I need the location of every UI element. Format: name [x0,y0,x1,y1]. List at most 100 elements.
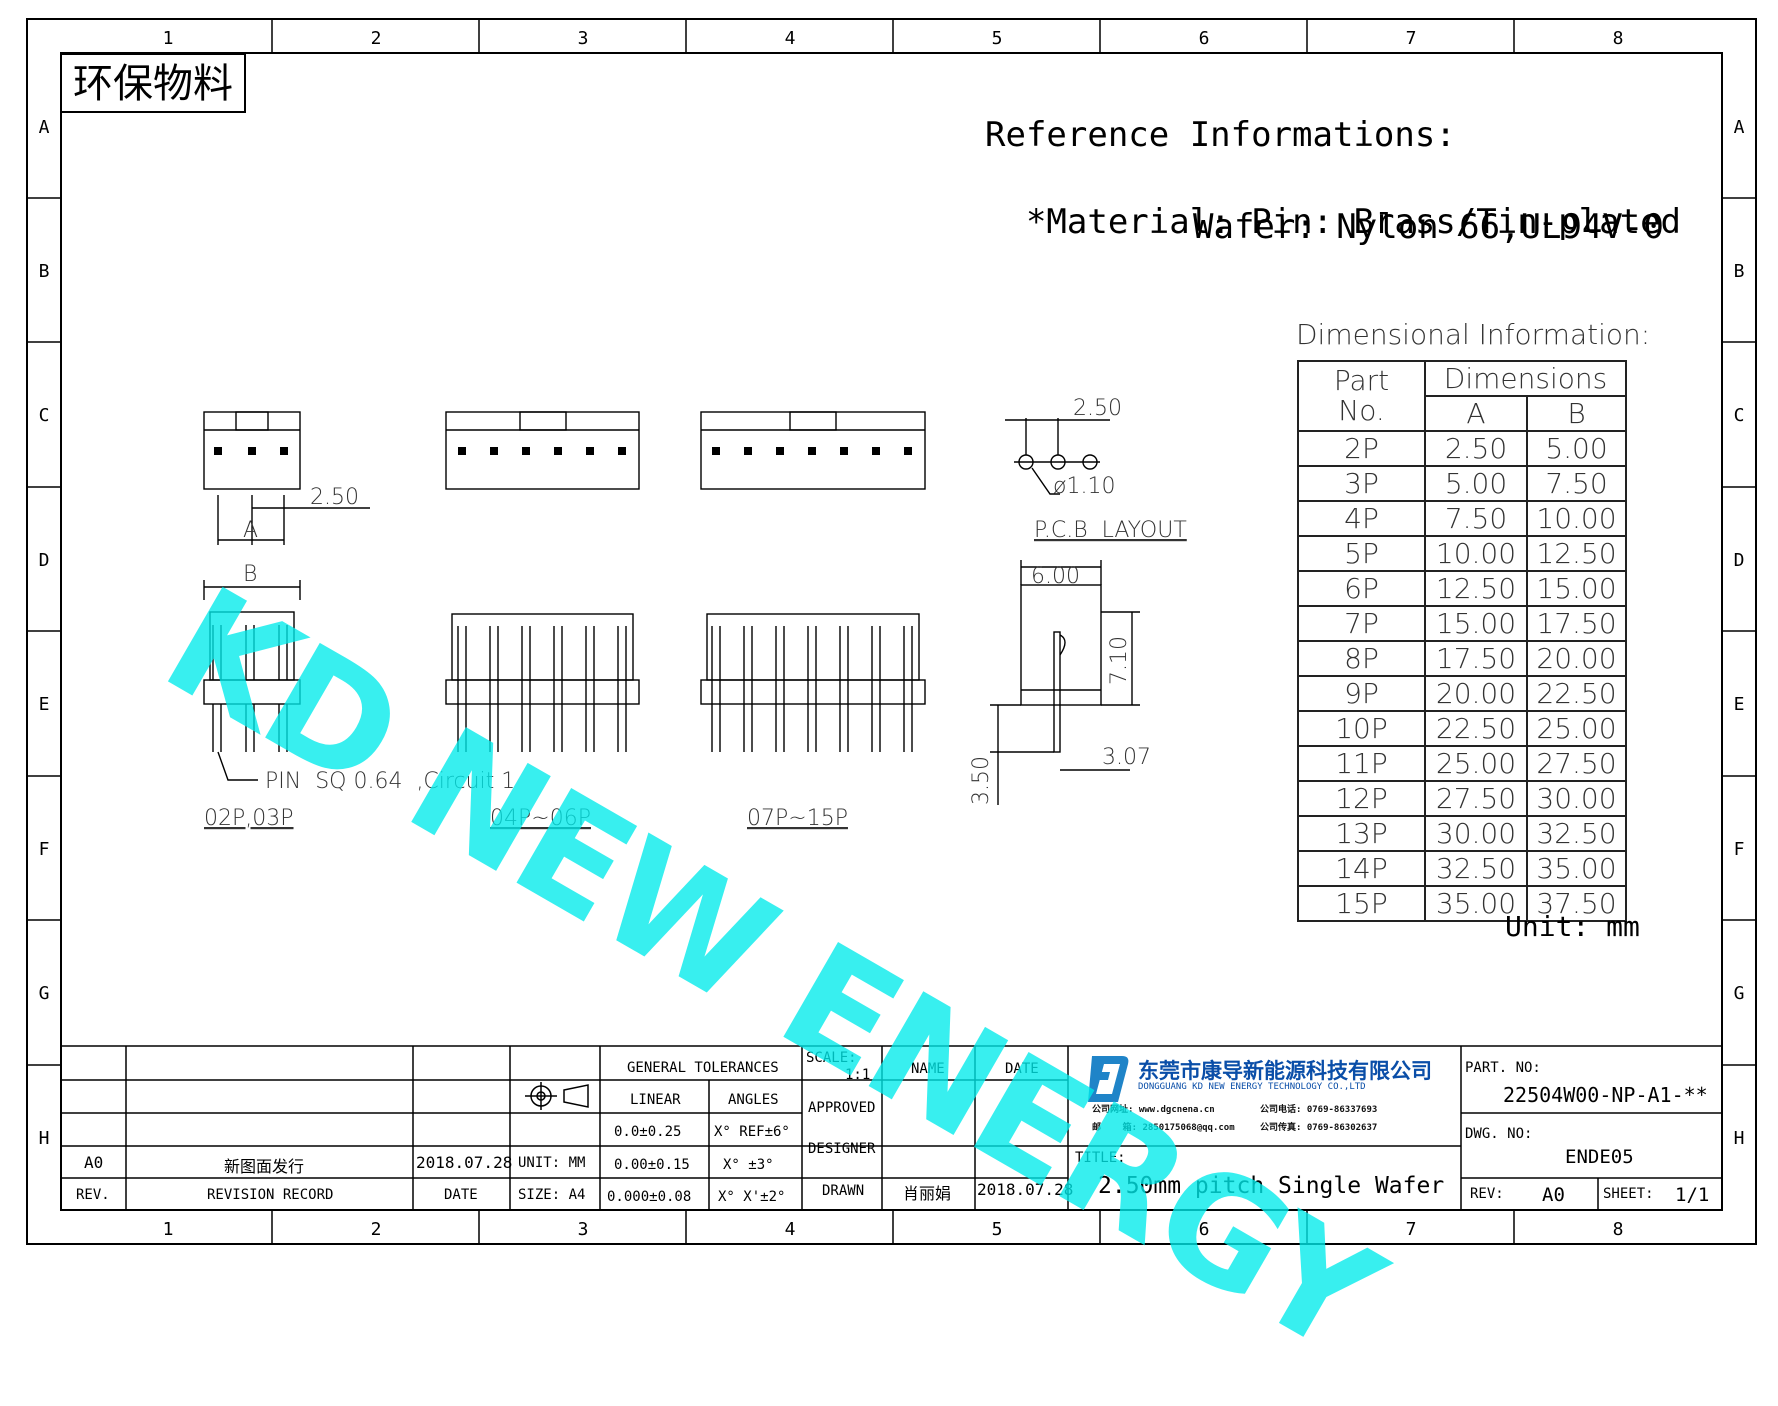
label-mid: 04P~06P [490,806,591,831]
col-label: 6 [1199,28,1210,49]
date-column-label: DATE [444,1187,478,1203]
cell-a: 5.00 [1424,465,1528,502]
row-label: B [1734,261,1745,282]
col-label: 2 [371,28,382,49]
tol-angle-2: X° ±3° [723,1157,774,1173]
dim-b: B [243,562,257,587]
date-label: DATE [1005,1061,1039,1077]
header-b: B [1526,395,1627,432]
part-no: 22504W00-NP-A1-** [1503,1083,1708,1107]
tol-linear-2: 0.00±0.15 [614,1157,690,1173]
connector-drawings [203,411,1140,805]
side-pin: 3.50 [969,756,994,805]
cell-part: 8P [1297,640,1426,677]
company-web-label: 公司网址: [1092,1105,1134,1115]
company-web: 公司网址: www.dgcnena.cn [1092,1102,1215,1115]
drawing-annotations: 2.50 A B PIN SQ 0.64 ,Circuit 1 02P,03P … [204,396,1187,831]
cell-b: 17.50 [1526,605,1627,642]
row-label: H [1734,1128,1745,1149]
header-part-label: Part [1333,364,1390,397]
cell-a: 2.50 [1424,430,1528,467]
side-height: 7.10 [1107,636,1132,685]
company-tel-label: 公司电话: [1260,1105,1302,1115]
col-label: 8 [1613,28,1624,49]
col-label: 5 [992,28,1003,49]
dimensional-title: Dimensional Information: [1296,318,1651,351]
row-label: E [39,694,50,715]
unit-field: UNIT: MM [518,1155,586,1171]
cell-b: 10.00 [1526,500,1627,537]
company-logo [1088,1056,1129,1102]
reference-heading: Reference Informations: [985,115,1456,155]
cell-b: 35.00 [1526,850,1627,887]
col-label: 1 [163,1219,174,1240]
header-no-label: No. [1338,394,1385,427]
col-label: 6 [1199,1219,1210,1240]
company-name-en: DONGGUANG KD NEW ENERGY TECHNOLOGY CO.,L… [1138,1082,1366,1092]
cell-a: 25.00 [1424,745,1528,782]
label-small: 02P,03P [204,806,294,831]
projection-symbol-icon [525,1082,589,1110]
designer-label: DESIGNER [808,1141,876,1157]
tol-angle-1: X° REF±6° [714,1124,790,1140]
row-label: D [39,550,50,571]
row-label: A [39,117,50,138]
company-fax-value: 0769-86302637 [1306,1123,1378,1133]
material-label: *Material: [1025,202,1231,242]
scale-value: 1:1 [845,1067,871,1083]
cell-b: 27.50 [1526,745,1627,782]
drawn-name: 肖丽娟 [903,1184,952,1203]
col-label: 4 [785,28,796,49]
sheet-label: SHEET: [1603,1186,1654,1202]
col-label: 3 [578,28,589,49]
cell-b: 5.00 [1526,430,1627,467]
cell-a: 35.00 [1424,885,1528,922]
drawing-sheet: 1 2 3 4 5 6 7 8 1 2 3 4 5 6 7 8 A B C D … [26,18,1757,1245]
header-a: A [1424,395,1528,432]
cell-a: 10.00 [1424,535,1528,572]
col-label: 7 [1406,28,1417,49]
cell-part: 2P [1297,430,1426,467]
dwg-no: ENDE05 [1565,1146,1634,1168]
dim-a: A [243,518,258,543]
row-label: D [1734,550,1745,571]
cell-part: 9P [1297,675,1426,712]
row-label: B [39,261,50,282]
col-label: 3 [578,1219,589,1240]
cell-part: 15P [1297,885,1426,922]
row-label: G [1734,983,1745,1004]
cell-part: 7P [1297,605,1426,642]
col-label: 5 [992,1219,1003,1240]
header-dims: Dimensions [1424,360,1627,397]
pcb-hole: ø1.10 [1053,474,1115,499]
cell-b: 32.50 [1526,815,1627,852]
row-label: E [1734,694,1745,715]
row-label: A [1734,117,1745,138]
company-mail-label: 邮 箱: [1092,1123,1138,1133]
cell-b: 30.00 [1526,780,1627,817]
drawn-label: DRAWN [822,1183,865,1199]
cell-a: 12.50 [1424,570,1528,607]
cell-a: 7.50 [1424,500,1528,537]
pitch-dim: 2.50 [310,485,359,510]
cell-part: 5P [1297,535,1426,572]
unit-label: Unit: mm [1505,910,1640,943]
part-no-label: PART. NO: [1465,1060,1541,1076]
reference-wafer: Wafer: Nylon 66,UL94V-0 [1193,207,1664,247]
cell-a: 17.50 [1424,640,1528,677]
company-fax-label: 公司传真: [1260,1123,1302,1133]
rev-column-label: REV. [76,1187,110,1203]
company-web-value: www.dgcnena.cn [1138,1105,1215,1115]
linear-label: LINEAR [630,1092,681,1108]
cell-a: 22.50 [1424,710,1528,747]
general-tolerances: GENERAL TOLERANCES [627,1060,779,1076]
tol-angle-3: X° X'±2° [718,1189,786,1205]
row-label: F [39,839,50,860]
